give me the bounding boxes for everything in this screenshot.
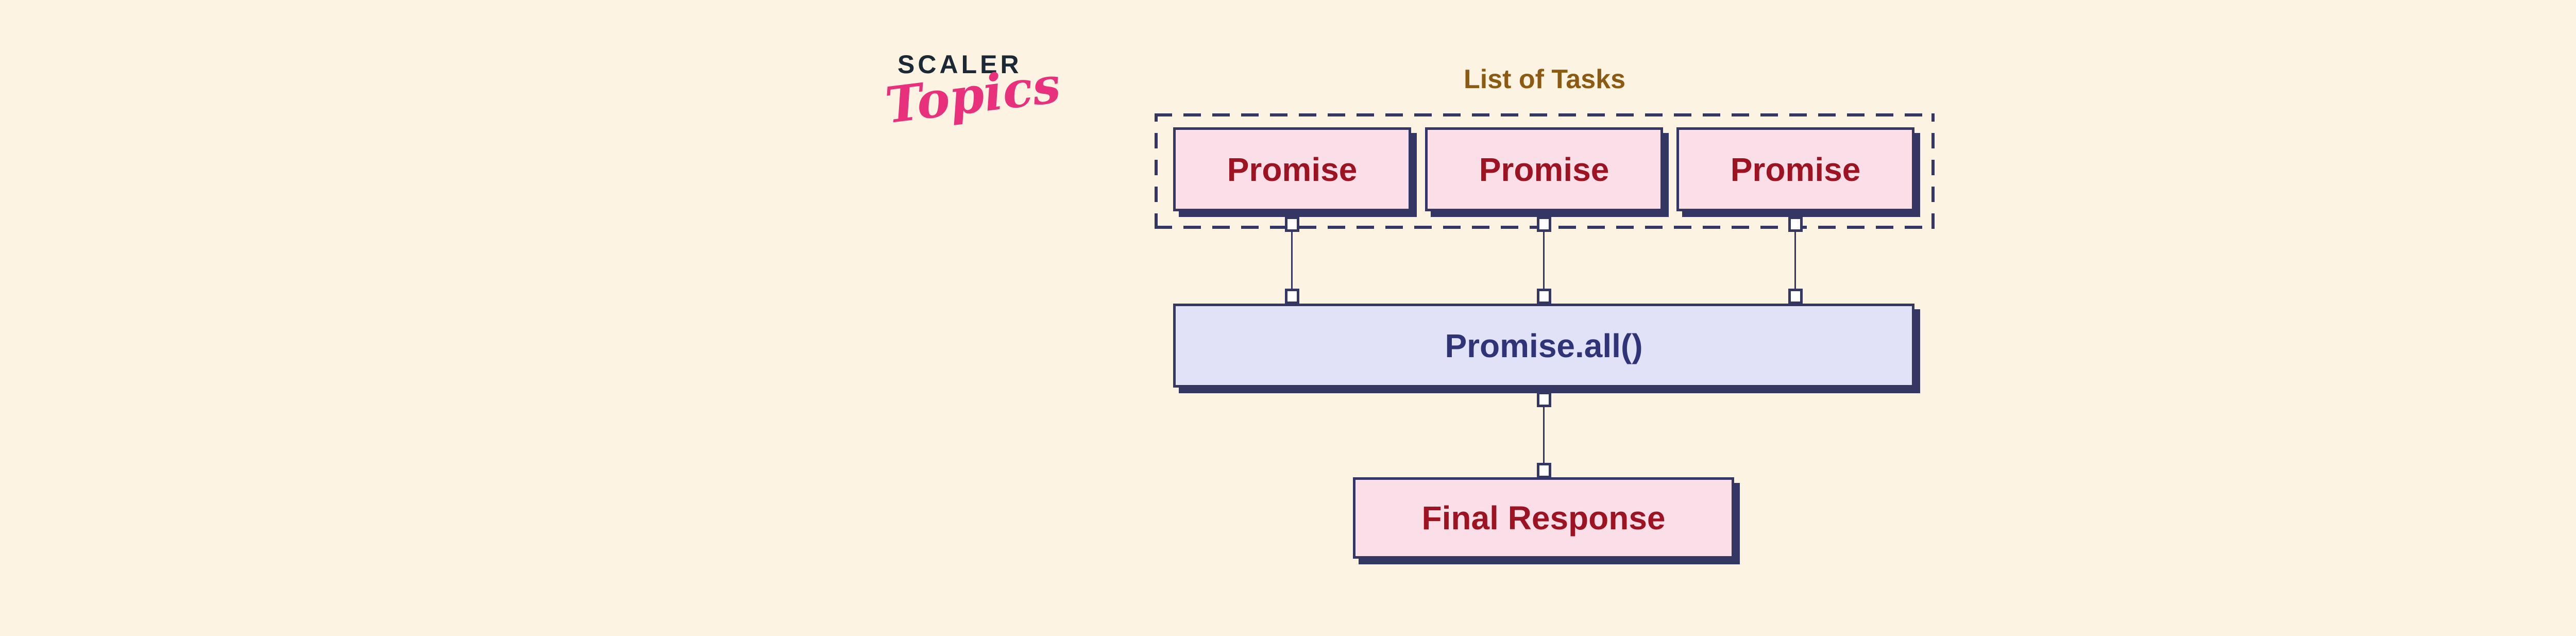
connector-endpoint <box>1537 463 1551 478</box>
final-response-box: Final Response <box>1353 477 1734 559</box>
promise-box-3: Promise <box>1676 127 1914 211</box>
promise-all-label: Promise.all() <box>1445 327 1643 364</box>
promise-box-2: Promise <box>1425 127 1663 211</box>
connector-endpoint <box>1537 392 1551 407</box>
connector-endpoint <box>1537 289 1551 304</box>
promise-box-2-label: Promise <box>1479 150 1609 188</box>
connector-endpoint <box>1285 289 1299 304</box>
promise-all-box: Promise.all() <box>1173 304 1914 388</box>
logo-brand-wordmark: SCALER <box>897 50 1022 79</box>
connector-line <box>1543 229 1545 292</box>
promise-box-1-label: Promise <box>1227 150 1358 188</box>
connector-line <box>1543 405 1545 466</box>
promise-box-3-label: Promise <box>1730 150 1861 188</box>
connector-endpoint <box>1788 216 1803 232</box>
final-response-label: Final Response <box>1421 499 1666 537</box>
connector-line <box>1291 229 1293 292</box>
connector-line <box>1794 229 1796 292</box>
task-group-label: List of Tasks <box>1463 64 1625 94</box>
promise-box-1: Promise <box>1173 127 1411 211</box>
connector-endpoint <box>1788 289 1803 304</box>
scaler-topics-logo: SCALER Topics <box>876 46 1063 155</box>
connector-endpoint <box>1537 216 1551 232</box>
connector-endpoint <box>1285 216 1299 232</box>
